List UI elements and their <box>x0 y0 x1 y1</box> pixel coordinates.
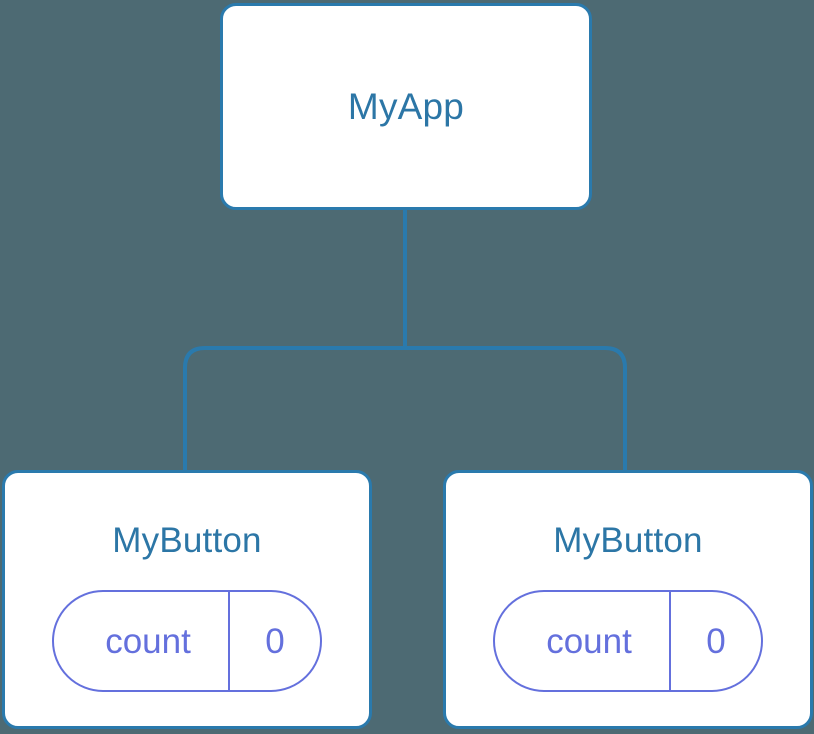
component-label: MyButton <box>553 521 703 560</box>
state-pill[interactable]: count 0 <box>52 590 322 692</box>
connector-to-left-child <box>183 346 405 470</box>
state-key: count <box>546 621 632 661</box>
state-key: count <box>105 621 191 661</box>
connector-to-right-child <box>405 346 627 470</box>
state-value: 0 <box>228 592 320 690</box>
component-node-myapp[interactable]: MyApp <box>220 3 592 210</box>
state-value: 0 <box>669 592 761 690</box>
component-node-mybutton-2[interactable]: MyButton count 0 <box>443 470 813 729</box>
component-node-mybutton-1[interactable]: MyButton count 0 <box>2 470 372 729</box>
component-label: MyButton <box>112 521 262 560</box>
state-pill[interactable]: count 0 <box>493 590 763 692</box>
component-label: MyApp <box>347 86 465 127</box>
